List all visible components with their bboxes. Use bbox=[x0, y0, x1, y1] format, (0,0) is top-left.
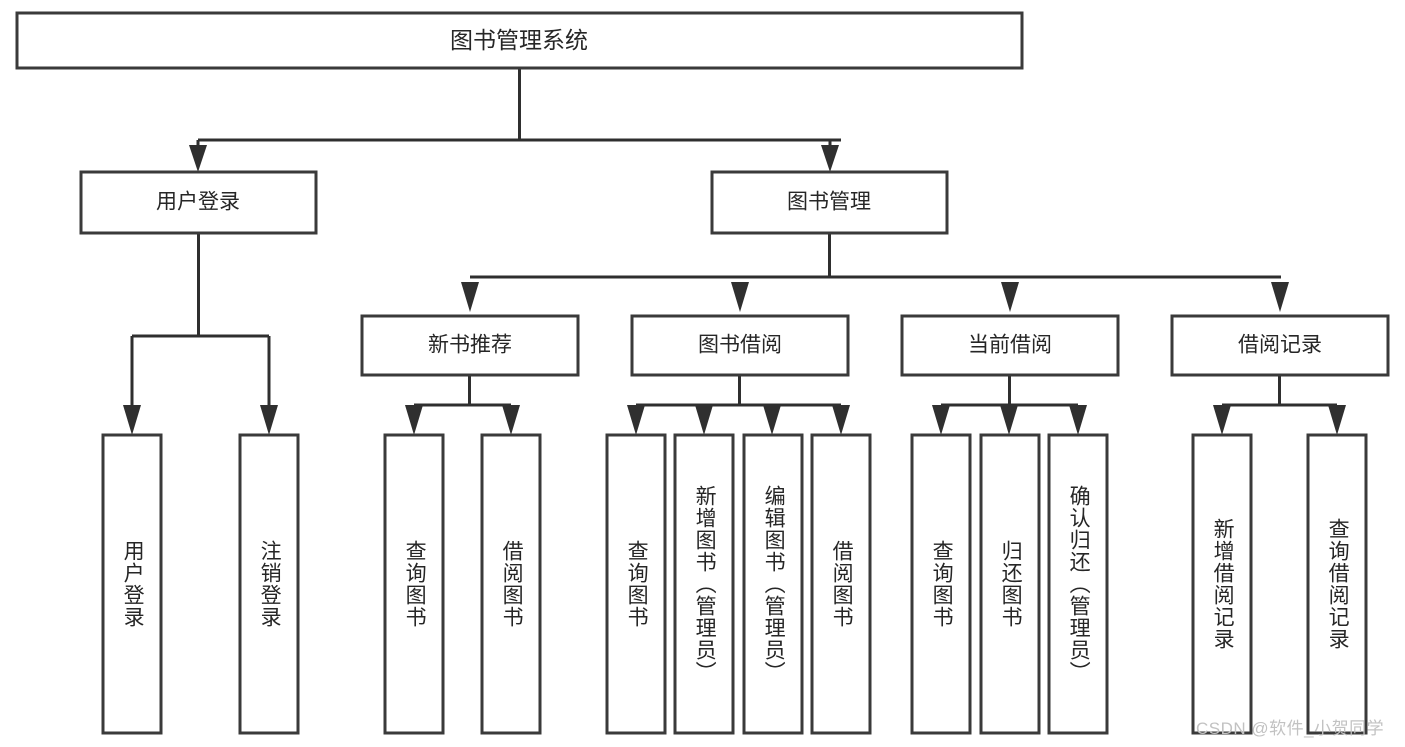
leaf-box-book-borrow-3[interactable] bbox=[742, 433, 804, 735]
node-current-borrow-box[interactable] bbox=[900, 314, 1120, 377]
arrow-head-leaf-book-borrow-2 bbox=[695, 405, 713, 435]
node-borrow-record-label: 借阅记录 bbox=[1238, 334, 1322, 357]
connector-group-current-borrow-to-leaves bbox=[932, 375, 1087, 435]
node-root-system-label: 图书管理系统 bbox=[450, 27, 588, 53]
arrow-head-leaf-current-borrow-3 bbox=[1069, 405, 1087, 435]
csdn-watermark: CSDN @软件_小贺同学 bbox=[1196, 719, 1385, 738]
arrow-head-leaf-book-borrow-1 bbox=[627, 405, 645, 435]
arrow-head-to-current-borrow bbox=[1001, 282, 1019, 312]
leaf-box-book-borrow-4[interactable] bbox=[810, 433, 872, 735]
arrow-head-to-user-login bbox=[189, 145, 207, 172]
node-book-manage[interactable]: 图书管理 bbox=[710, 170, 949, 235]
node-borrow-record-box[interactable] bbox=[1170, 314, 1390, 377]
node-user-login[interactable]: 用户登录 bbox=[79, 170, 318, 235]
connector-group-book-manage-to-level3 bbox=[461, 233, 1289, 312]
node-root-system[interactable]: 图书管理系统 bbox=[15, 11, 1024, 70]
arrow-head-leaf-book-borrow-4 bbox=[832, 405, 850, 435]
node-new-book-recommend-box[interactable] bbox=[360, 314, 580, 377]
leaf-box-book-borrow-2[interactable] bbox=[673, 433, 735, 735]
node-new-book-recommend-label: 新书推荐 bbox=[428, 334, 512, 357]
leaf-box-current-borrow-2[interactable] bbox=[979, 433, 1041, 735]
node-borrow-record[interactable]: 借阅记录 bbox=[1170, 314, 1390, 377]
arrow-head-leaf-user-login-1 bbox=[123, 405, 141, 435]
connector-group-book-borrow-to-leaves bbox=[627, 375, 850, 435]
connector-group-root-to-level2 bbox=[189, 68, 841, 172]
leaf-box-new-book-2[interactable] bbox=[480, 433, 542, 735]
arrow-head-leaf-current-borrow-2 bbox=[1000, 405, 1018, 435]
arrow-head-leaf-current-borrow-1 bbox=[932, 405, 950, 435]
arrow-head-to-borrow-record bbox=[1271, 282, 1289, 312]
node-user-login-label: 用户登录 bbox=[156, 191, 240, 214]
leaf-box-current-borrow-1[interactable] bbox=[910, 433, 972, 735]
connector-group-new-book-recommend-to-leaves bbox=[405, 375, 520, 435]
node-user-login-box[interactable] bbox=[79, 170, 318, 235]
node-book-manage-label: 图书管理 bbox=[787, 191, 871, 214]
connector-group-borrow-record-to-leaves bbox=[1213, 375, 1346, 435]
node-root-system-box[interactable] bbox=[15, 11, 1024, 70]
node-book-borrow-box[interactable] bbox=[630, 314, 850, 377]
node-book-manage-box[interactable] bbox=[710, 170, 949, 235]
node-current-borrow-label: 当前借阅 bbox=[968, 334, 1052, 357]
arrow-head-leaf-user-login-2 bbox=[260, 405, 278, 435]
arrow-head-leaf-new-book-2 bbox=[502, 405, 520, 435]
node-book-borrow-label: 图书借阅 bbox=[698, 334, 782, 357]
leaf-box-borrow-record-2[interactable] bbox=[1306, 433, 1368, 735]
leaf-box-current-borrow-3[interactable] bbox=[1047, 433, 1109, 735]
node-new-book-recommend[interactable]: 新书推荐 bbox=[360, 314, 580, 377]
arrow-head-to-new-book-recommend bbox=[461, 282, 479, 312]
leaf-box-book-borrow-1[interactable] bbox=[605, 433, 667, 735]
node-current-borrow[interactable]: 当前借阅 bbox=[900, 314, 1120, 377]
arrow-head-leaf-book-borrow-3 bbox=[763, 405, 781, 435]
node-book-borrow[interactable]: 图书借阅 bbox=[630, 314, 850, 377]
arrow-head-to-book-borrow bbox=[731, 282, 749, 312]
leaf-box-new-book-1[interactable] bbox=[383, 433, 445, 735]
arrow-head-leaf-borrow-record-2 bbox=[1328, 405, 1346, 435]
leaf-box-user-login-1[interactable] bbox=[101, 433, 163, 735]
leaf-box-user-login-2[interactable] bbox=[238, 433, 300, 735]
arrow-head-leaf-borrow-record-1 bbox=[1213, 405, 1231, 435]
leaf-box-borrow-record-1[interactable] bbox=[1191, 433, 1253, 735]
arrow-head-leaf-new-book-1 bbox=[405, 405, 423, 435]
arrow-head-to-book-manage bbox=[821, 145, 839, 172]
connector-group-user-login-to-leaves bbox=[123, 233, 278, 435]
